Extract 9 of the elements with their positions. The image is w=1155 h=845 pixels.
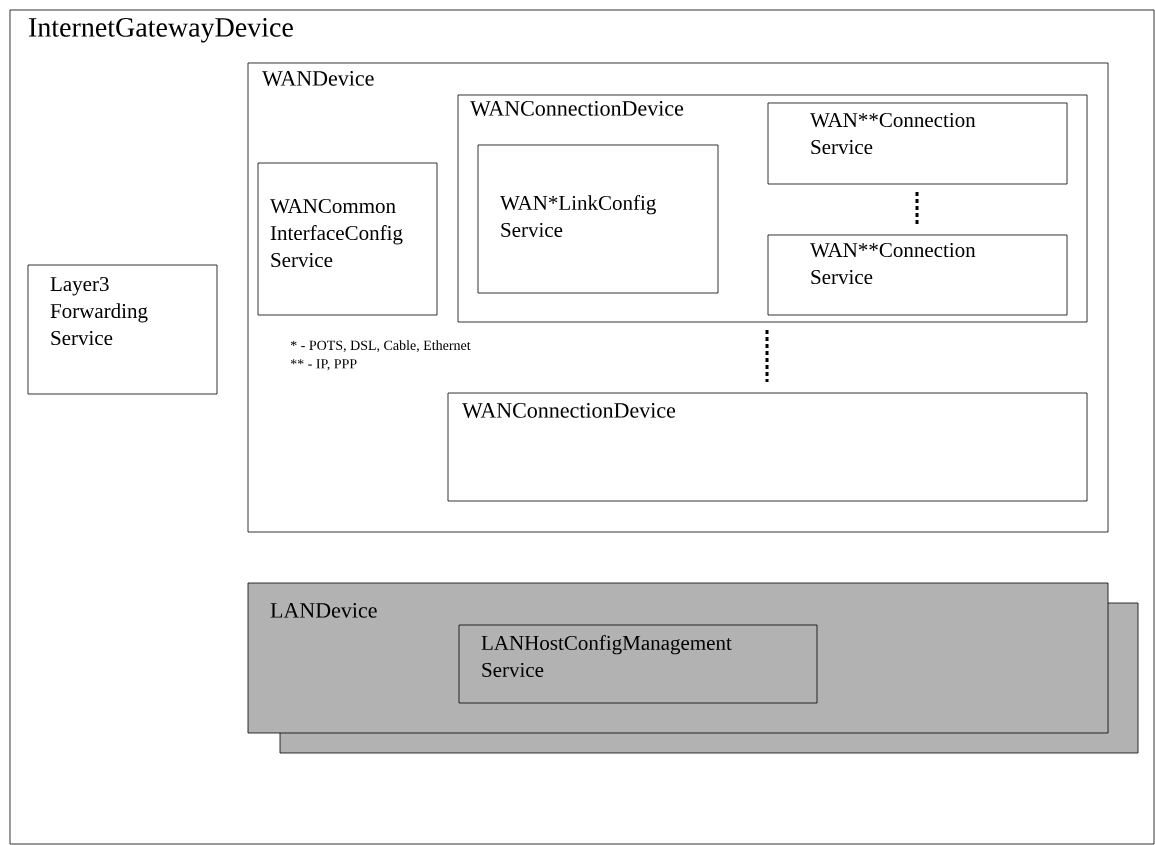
footnote: * - POTS, DSL, Cable, Ethernet: [290, 340, 471, 353]
footnote: ** - IP, PPP: [290, 359, 357, 371]
service-box: Layer3 Forwarding Service: [27, 264, 218, 395]
service-box: WAN**Connection Service: [767, 234, 1068, 316]
service-box: WAN**Connection Service: [767, 102, 1068, 185]
service-box: LANHostConfigManagement Service: [458, 624, 818, 704]
service-box: WANCommon InterfaceConfig Service: [257, 162, 438, 316]
service-box: WAN*LinkConfig Service: [477, 144, 719, 294]
device-box: WANConnectionDevice: [447, 392, 1088, 502]
